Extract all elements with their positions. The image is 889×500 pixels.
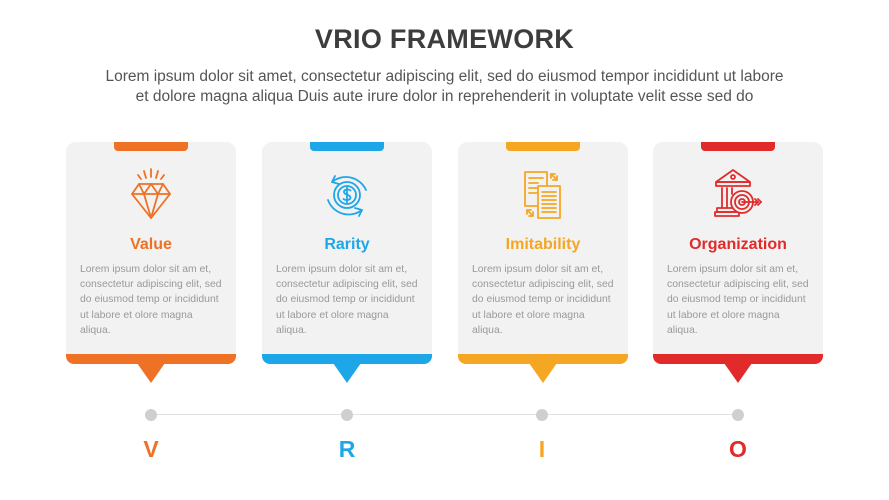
card-description: Lorem ipsum dolor sit am et, consectetur…: [276, 264, 418, 336]
card-pointer: [724, 363, 752, 383]
card-description: Lorem ipsum dolor sit am et, consectetur…: [472, 264, 614, 336]
card-pointer: [333, 363, 361, 383]
card-description: Lorem ipsum dolor sit am et, consectetur…: [80, 264, 222, 336]
card-description: Lorem ipsum dolor sit am et, consectetur…: [667, 264, 809, 336]
letter-r: R: [338, 436, 356, 462]
card-top-tab: [114, 142, 188, 151]
timeline-dot-v: [145, 409, 157, 421]
timeline-dot-o: [732, 409, 744, 421]
bank-target-icon: [713, 166, 763, 222]
page-subtitle: Lorem ipsum dolor sit amet, consectetur …: [0, 67, 889, 107]
timeline-dot-i: [536, 409, 548, 421]
card-body: [262, 142, 432, 364]
card-rarity: Rarity Lorem ipsum dolor sit am et, cons…: [262, 142, 432, 383]
card-pointer: [529, 363, 557, 383]
card-title: Value: [130, 236, 172, 253]
page-title: VRIO FRAMEWORK: [314, 24, 575, 54]
card-top-tab: [506, 142, 580, 151]
card-imitability: Imitability Lorem ipsum dolor sit am et,…: [458, 142, 628, 383]
letter-v: V: [143, 436, 159, 462]
timeline-line: [151, 414, 738, 415]
card-bottom-bar: [653, 354, 823, 364]
card-organization: Organization Lorem ipsum dolor sit am et…: [653, 142, 823, 383]
timeline-dot-r: [341, 409, 353, 421]
card-top-tab: [701, 142, 775, 151]
letter-o: O: [729, 436, 747, 462]
card-title: Organization: [689, 236, 787, 253]
card-bottom-bar: [262, 354, 432, 364]
card-body: [458, 142, 628, 364]
copy-documents-icon: [518, 166, 568, 222]
subtitle-line-2: et dolore magna aliqua Duis aute irure d…: [135, 88, 754, 105]
diamond-icon: [126, 166, 176, 222]
card-value: Value Lorem ipsum dolor sit am et, conse…: [66, 142, 236, 383]
card-body: [653, 142, 823, 364]
card-bottom-bar: [66, 354, 236, 364]
card-title: Imitability: [505, 236, 581, 253]
dollar-cycle-icon: [322, 166, 372, 222]
subtitle-line-1: Lorem ipsum dolor sit amet, consectetur …: [105, 68, 784, 85]
card-body: [66, 142, 236, 364]
card-pointer: [137, 363, 165, 383]
card-top-tab: [310, 142, 384, 151]
card-bottom-bar: [458, 354, 628, 364]
letter-i: I: [538, 436, 546, 462]
card-title: Rarity: [324, 236, 370, 253]
